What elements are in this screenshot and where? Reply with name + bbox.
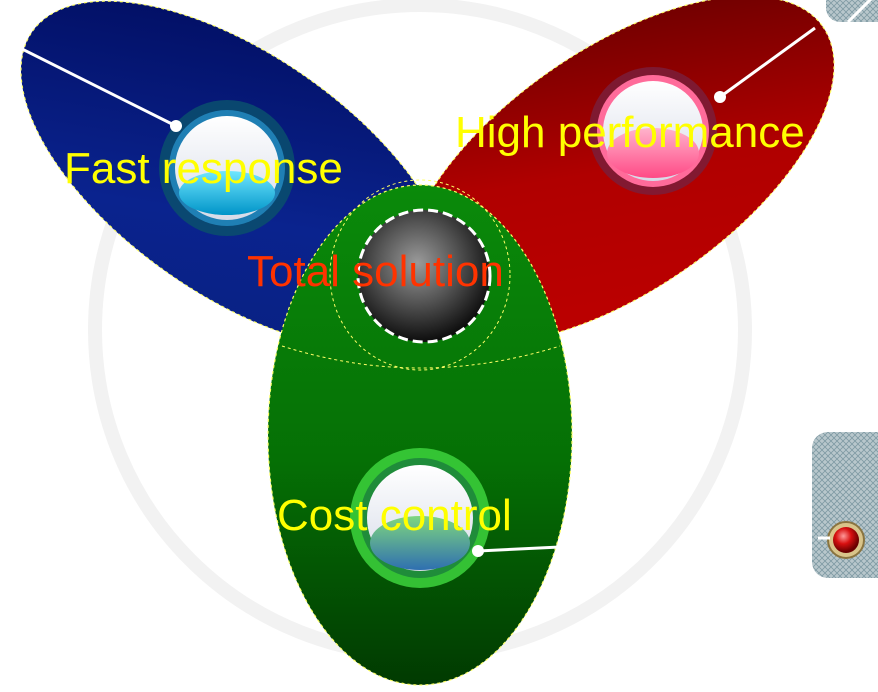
high-performance-orb (589, 67, 717, 195)
fast-response-pointer (0, 36, 177, 128)
center-sphere (356, 208, 492, 344)
fast-response-label: Fast response (64, 144, 343, 193)
petal-cost-control (267, 184, 573, 686)
corner-widget (826, 0, 878, 24)
high-performance-label: High performance (455, 108, 805, 157)
high-performance-pointer (719, 26, 816, 99)
cost-control-orb (350, 448, 490, 588)
side-widget (812, 432, 878, 578)
fast-response-pointer-dot (170, 120, 182, 132)
cost-control-pointer (477, 545, 561, 553)
overlap-arc (281, 345, 561, 369)
high-performance-pointer-dot (714, 91, 726, 103)
center-label: Total solution (247, 247, 504, 296)
cost-control-label: Cost control (277, 491, 512, 540)
fast-response-orb (159, 100, 295, 236)
overlap-outline (329, 179, 511, 371)
cost-control-pointer-dot (472, 545, 484, 557)
